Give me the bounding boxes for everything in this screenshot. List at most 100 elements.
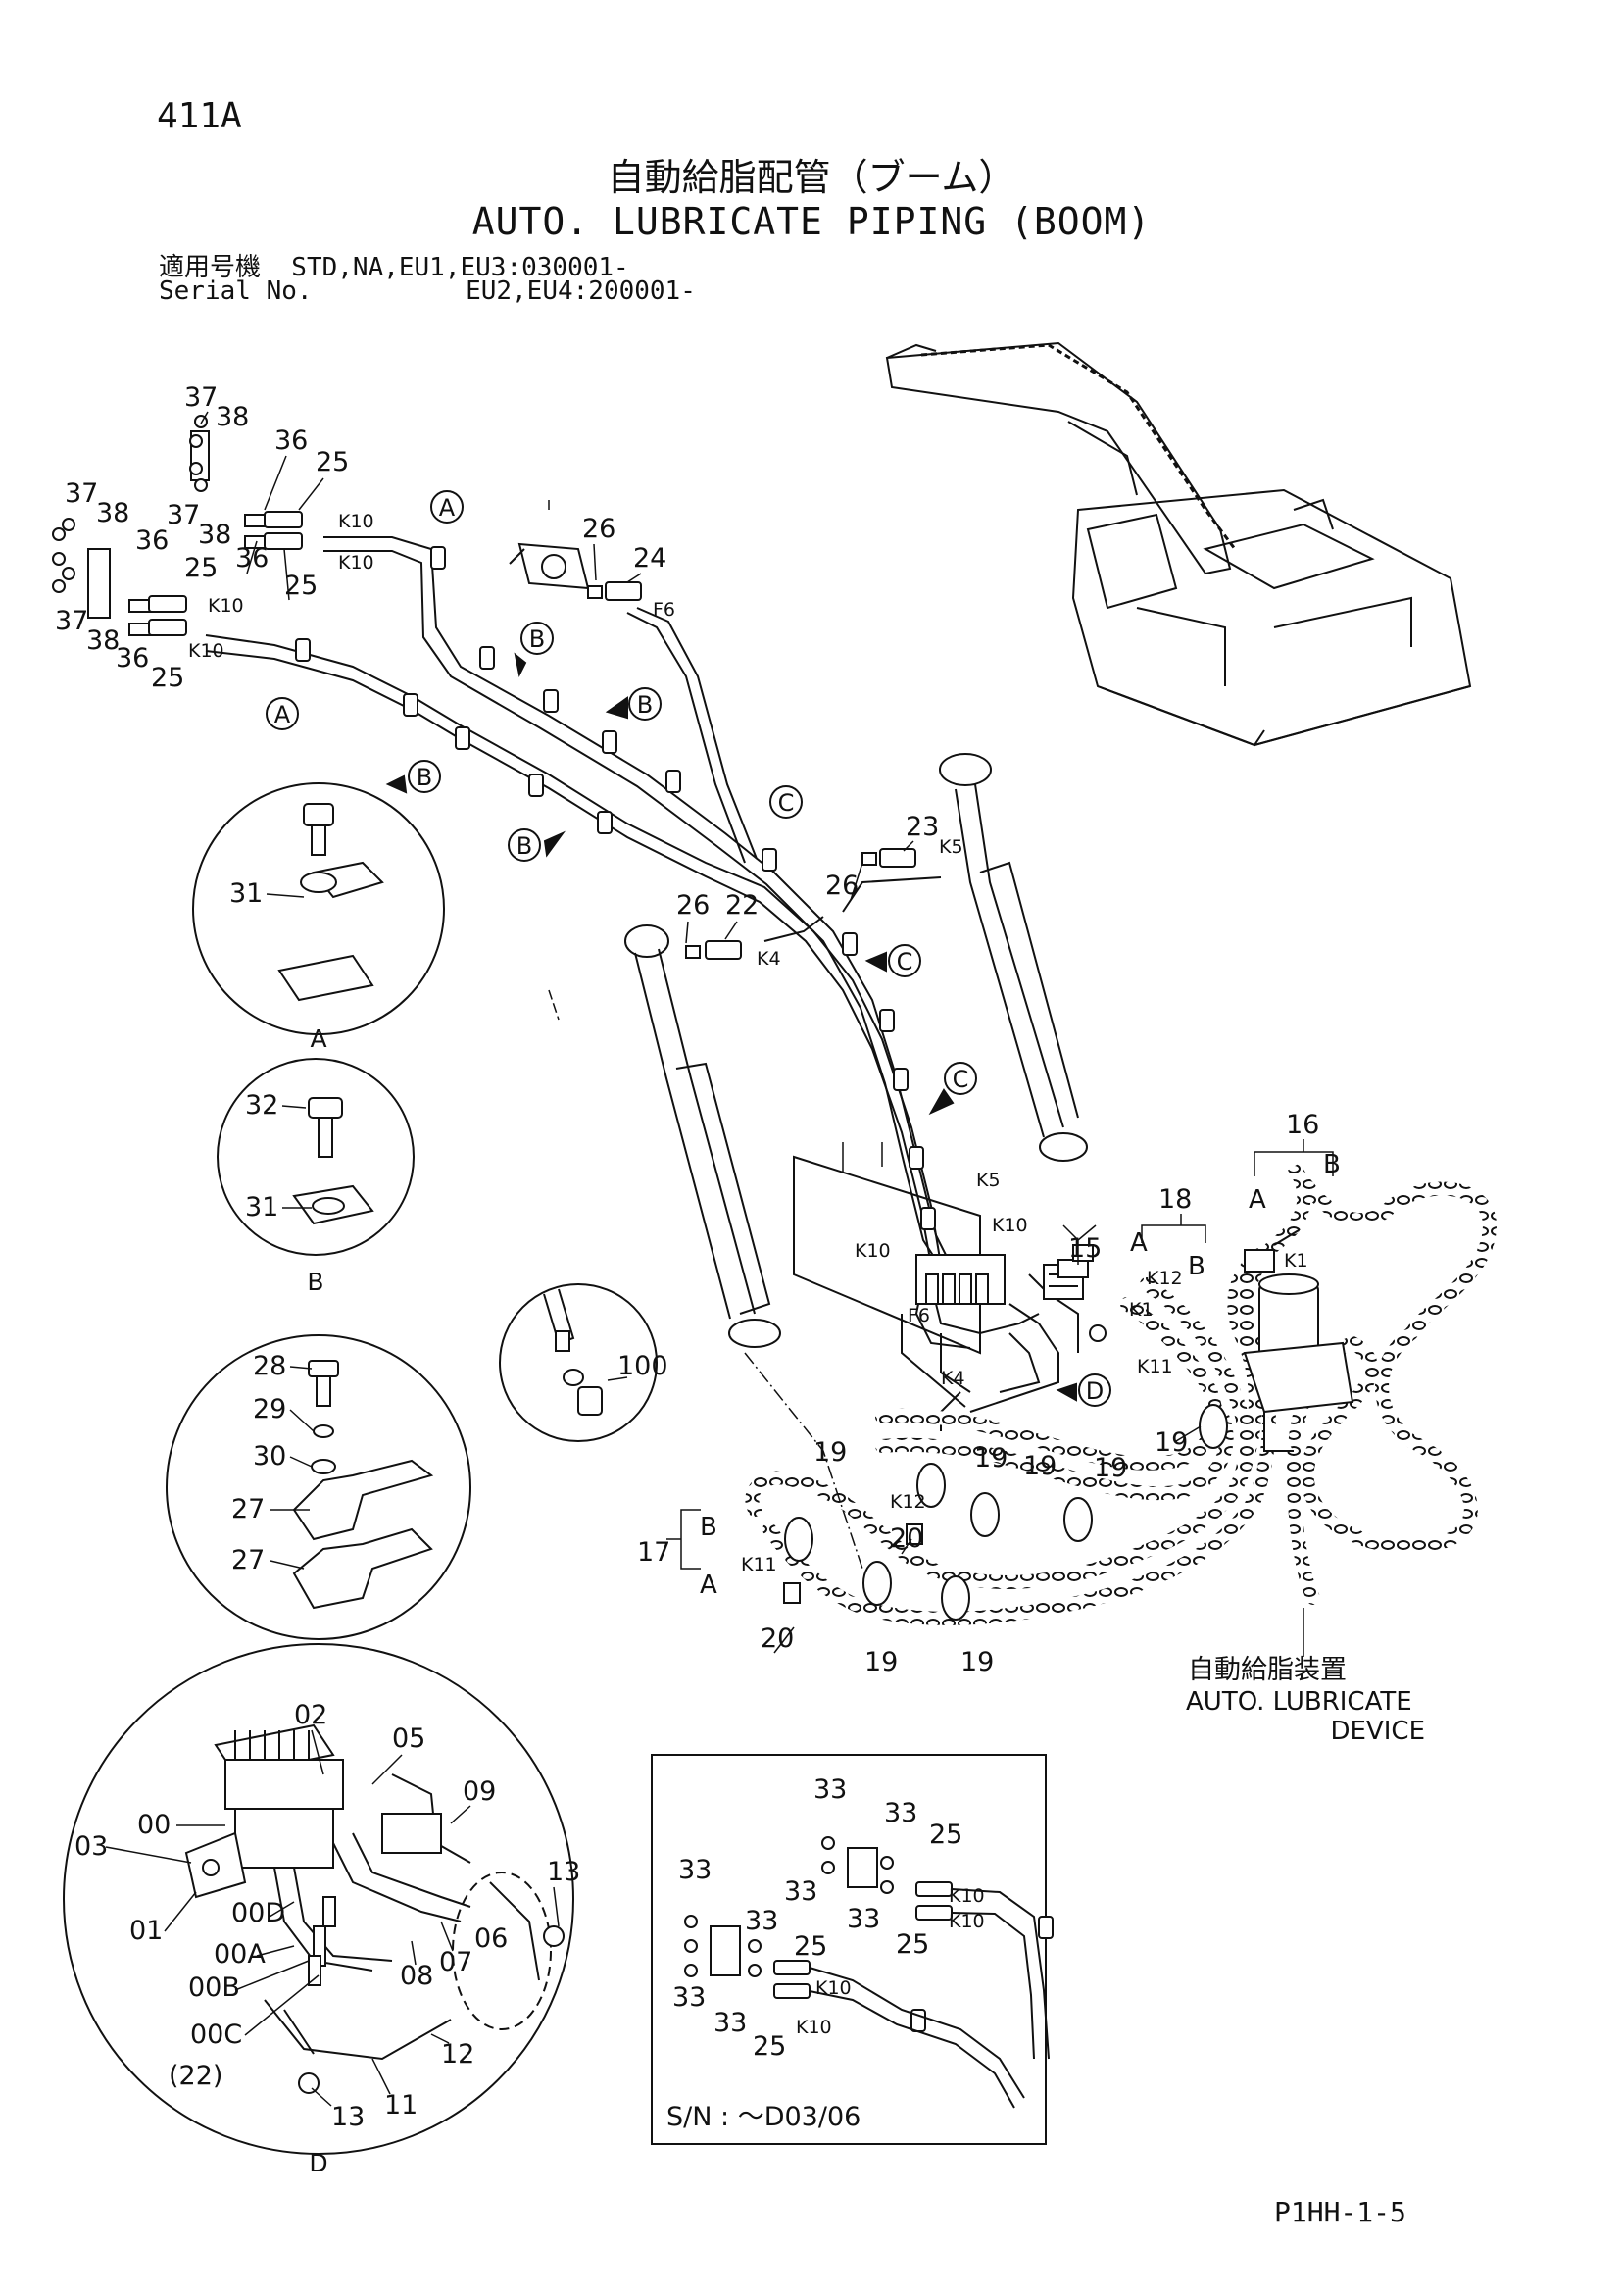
- callout-00b: 00B: [188, 1972, 240, 2003]
- callout-25: 25: [316, 447, 349, 477]
- label-k4: K4: [757, 948, 781, 970]
- label-k10: K10: [796, 2017, 832, 2038]
- boom-lubrication-pipes: [205, 536, 1079, 1431]
- part-callouts-details: 31 32 31 28 29 30 27 27: [229, 878, 286, 1575]
- page-reference: P1HH-1-5: [1274, 2196, 1406, 2228]
- callout-38: 38: [198, 520, 231, 550]
- hose-end-b: B: [1188, 1252, 1205, 1281]
- callout-23: 23: [906, 812, 939, 842]
- label-f6: F6: [908, 1305, 930, 1326]
- callout-22: 22: [725, 890, 759, 921]
- auto-lubricate-device: [1243, 1229, 1354, 1452]
- view-marker-a-lower: A: [274, 701, 291, 728]
- detail-view-repair-kit: [499, 1283, 658, 1442]
- callout-31: 31: [229, 878, 263, 909]
- part-callouts-inset: 33 33 25 33 33 33 33 33 25 33 25 25: [672, 1774, 962, 2062]
- callout-25: 25: [184, 553, 218, 583]
- callout-19: 19: [1094, 1453, 1127, 1483]
- coiled-hoses: [745, 1163, 1498, 1625]
- callout-19: 19: [974, 1443, 1008, 1473]
- callout-17: 17: [637, 1537, 670, 1568]
- inset-earlier-serial-variant: S/N : ～D03/06: [651, 1754, 1054, 2145]
- label-k10: K10: [208, 595, 244, 617]
- callout-19: 19: [813, 1437, 847, 1468]
- hose-end-b: B: [1323, 1150, 1341, 1179]
- callout-38: 38: [216, 402, 249, 432]
- device-label-en-2: DEVICE: [1331, 1717, 1425, 1746]
- hose-end-a: A: [1249, 1185, 1266, 1215]
- label-k12: K12: [1147, 1268, 1183, 1289]
- callout-30: 30: [253, 1441, 286, 1472]
- view-marker-letters: A A B B B B C C C D: [274, 494, 1104, 1405]
- callout-32: 32: [245, 1090, 278, 1121]
- excavator-overview-illustration: [885, 341, 1472, 747]
- callout-33: 33: [847, 1904, 880, 1934]
- callout-36: 36: [274, 425, 308, 456]
- callout-07: 07: [439, 1947, 472, 1977]
- detail-view-a: A: [192, 782, 445, 1053]
- callout-22-ref: (22): [169, 2061, 222, 2091]
- callout-20: 20: [890, 1523, 923, 1554]
- view-marker-c-2: C: [897, 948, 913, 975]
- callout-00c: 00C: [190, 2020, 242, 2050]
- hose-end-a: A: [1130, 1228, 1148, 1258]
- detail-view-d: D: [63, 1643, 574, 2177]
- callout-25: 25: [794, 1931, 827, 1962]
- callout-100: 100: [617, 1351, 668, 1381]
- serial-applicability-line-1: 適用号機 STD,NA,EU1,EU3:030001-: [159, 253, 629, 282]
- callout-26: 26: [676, 890, 710, 921]
- callout-18: 18: [1158, 1184, 1192, 1215]
- callout-33: 33: [784, 1876, 817, 1907]
- hose-end-b: B: [700, 1513, 717, 1542]
- view-marker-b-1: B: [529, 625, 545, 653]
- callout-19: 19: [1023, 1451, 1057, 1481]
- callout-37: 37: [184, 382, 218, 413]
- device-label-jp: 自動給脂装置: [1188, 1655, 1347, 1685]
- leader-line: [744, 1352, 863, 1570]
- callout-19: 19: [960, 1647, 994, 1677]
- view-marker-d: D: [1086, 1377, 1104, 1405]
- label-k10: K10: [855, 1240, 891, 1262]
- callout-03: 03: [74, 1831, 108, 1862]
- callout-00a: 00A: [214, 1939, 266, 1970]
- connector-labels: K10 K10 K10 K10 F6 K5 K4 K5 K10 K10 F6 K…: [188, 511, 1308, 1575]
- view-marker-b-4: B: [516, 832, 532, 860]
- callout-37: 37: [55, 606, 88, 636]
- label-f6: F6: [653, 599, 675, 621]
- callout-08: 08: [400, 1961, 433, 1991]
- view-marker-b-2: B: [637, 691, 653, 719]
- page-code: 411A: [157, 96, 242, 136]
- callout-25: 25: [151, 663, 184, 693]
- detail-view-c: C: [166, 1334, 471, 1672]
- detail-caption-d: D: [309, 2149, 327, 2177]
- callout-33: 33: [884, 1798, 917, 1828]
- detail-view-b: B: [217, 1058, 415, 1296]
- pipe-clamps: [295, 546, 936, 1230]
- view-marker-a-upper: A: [439, 494, 456, 522]
- label-k1: K1: [1284, 1250, 1308, 1272]
- callout-33: 33: [678, 1855, 712, 1885]
- callout-15: 15: [1068, 1233, 1102, 1264]
- callout-36: 36: [116, 643, 149, 674]
- detail-d-leaders: [105, 1729, 560, 2107]
- callout-26: 26: [825, 871, 859, 901]
- label-k10: K10: [815, 1977, 852, 1999]
- callout-37: 37: [167, 500, 200, 530]
- callout-37: 37: [65, 478, 98, 509]
- page-title-english: AUTO. LUBRICATE PIPING (BOOM): [471, 200, 1152, 243]
- callout-16: 16: [1286, 1110, 1319, 1140]
- label-k10: K10: [949, 1885, 985, 1907]
- callout-29: 29: [253, 1394, 286, 1424]
- label-k10: K10: [338, 511, 374, 532]
- callout-leader-lines: [200, 411, 1334, 1654]
- label-k10: K10: [992, 1215, 1028, 1236]
- inset-serial-note: S/N : ～D03/06: [666, 2102, 861, 2132]
- callout-38: 38: [96, 498, 129, 528]
- callout-27: 27: [231, 1494, 265, 1524]
- callout-25: 25: [896, 1929, 929, 1960]
- callout-27: 27: [231, 1545, 265, 1575]
- distributor-valve-assembly: [793, 1155, 1107, 1355]
- label-k5: K5: [976, 1170, 1001, 1191]
- callout-24: 24: [633, 543, 666, 574]
